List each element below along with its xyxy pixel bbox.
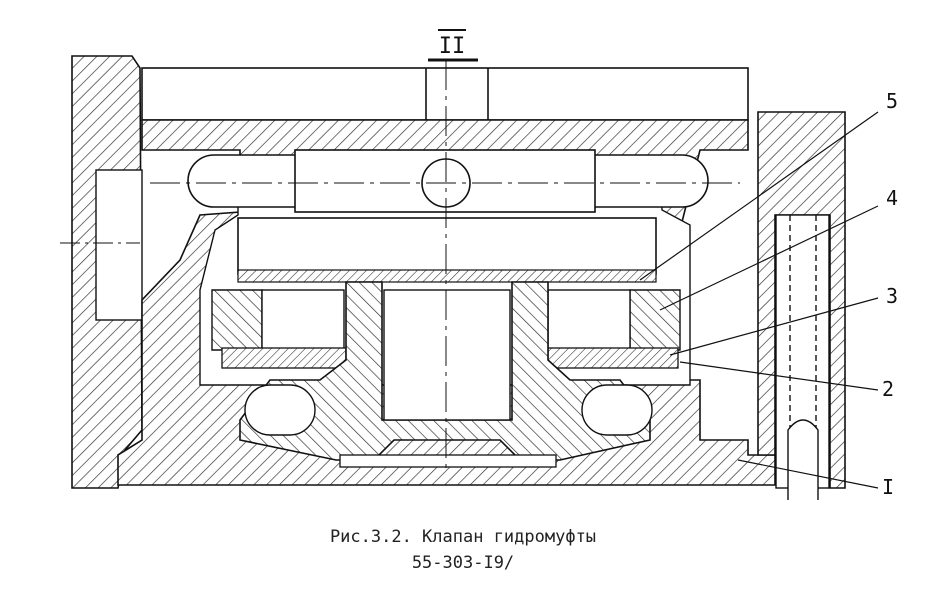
callout-2: 2	[882, 377, 894, 401]
callout-4: 4	[886, 186, 898, 210]
top-cover	[141, 67, 749, 121]
cross-channel	[150, 149, 740, 213]
piston-disk	[237, 217, 657, 283]
plate-left	[221, 347, 347, 369]
bolt	[775, 214, 830, 500]
section-mark: II	[428, 29, 478, 62]
right-wall	[757, 111, 846, 489]
bottom-grooves	[244, 384, 653, 436]
drawing-number: 55-303-I9/	[411, 553, 515, 573]
left-port	[95, 169, 143, 321]
ball-pockets	[261, 289, 631, 351]
section-mark-label: II	[439, 34, 466, 59]
callout-5: 5	[886, 89, 898, 113]
seat-ring-right	[629, 289, 681, 351]
figure-caption: Рис.3.2. Клапан гидромуфты	[329, 527, 597, 547]
seat-ring-left	[211, 289, 263, 351]
base-plate	[339, 454, 557, 468]
callout-1: I	[882, 475, 894, 499]
plate-right	[547, 347, 679, 369]
callout-3: 3	[886, 284, 898, 308]
callout-leaders	[639, 111, 879, 489]
central-bore	[383, 289, 511, 421]
